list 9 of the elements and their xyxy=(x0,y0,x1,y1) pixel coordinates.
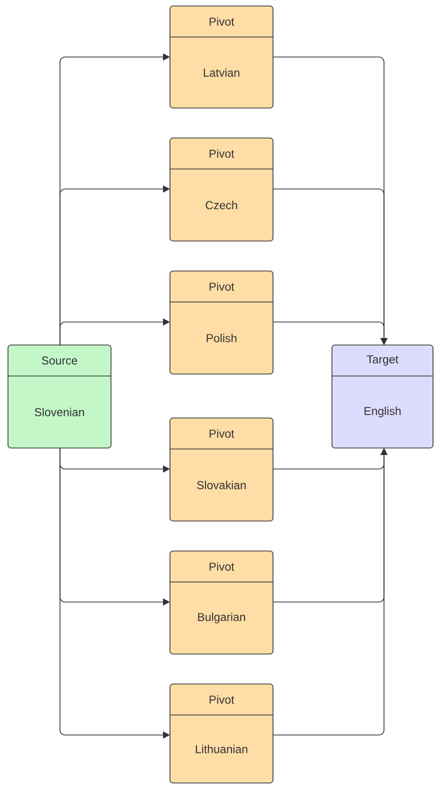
table-box: Pivot Bulgarian xyxy=(170,550,274,654)
table-box: Pivot Slovakian xyxy=(170,418,274,522)
table-box: Pivot Polish xyxy=(170,270,274,374)
table-box: Pivot Czech xyxy=(170,138,274,242)
table-box: Source Slovenian xyxy=(8,344,112,448)
table-box: Pivot Lithuanian xyxy=(170,684,274,784)
arrow xyxy=(272,322,388,345)
table-box: Pivot Latvian xyxy=(170,6,274,108)
table-box: Target English xyxy=(332,344,434,448)
